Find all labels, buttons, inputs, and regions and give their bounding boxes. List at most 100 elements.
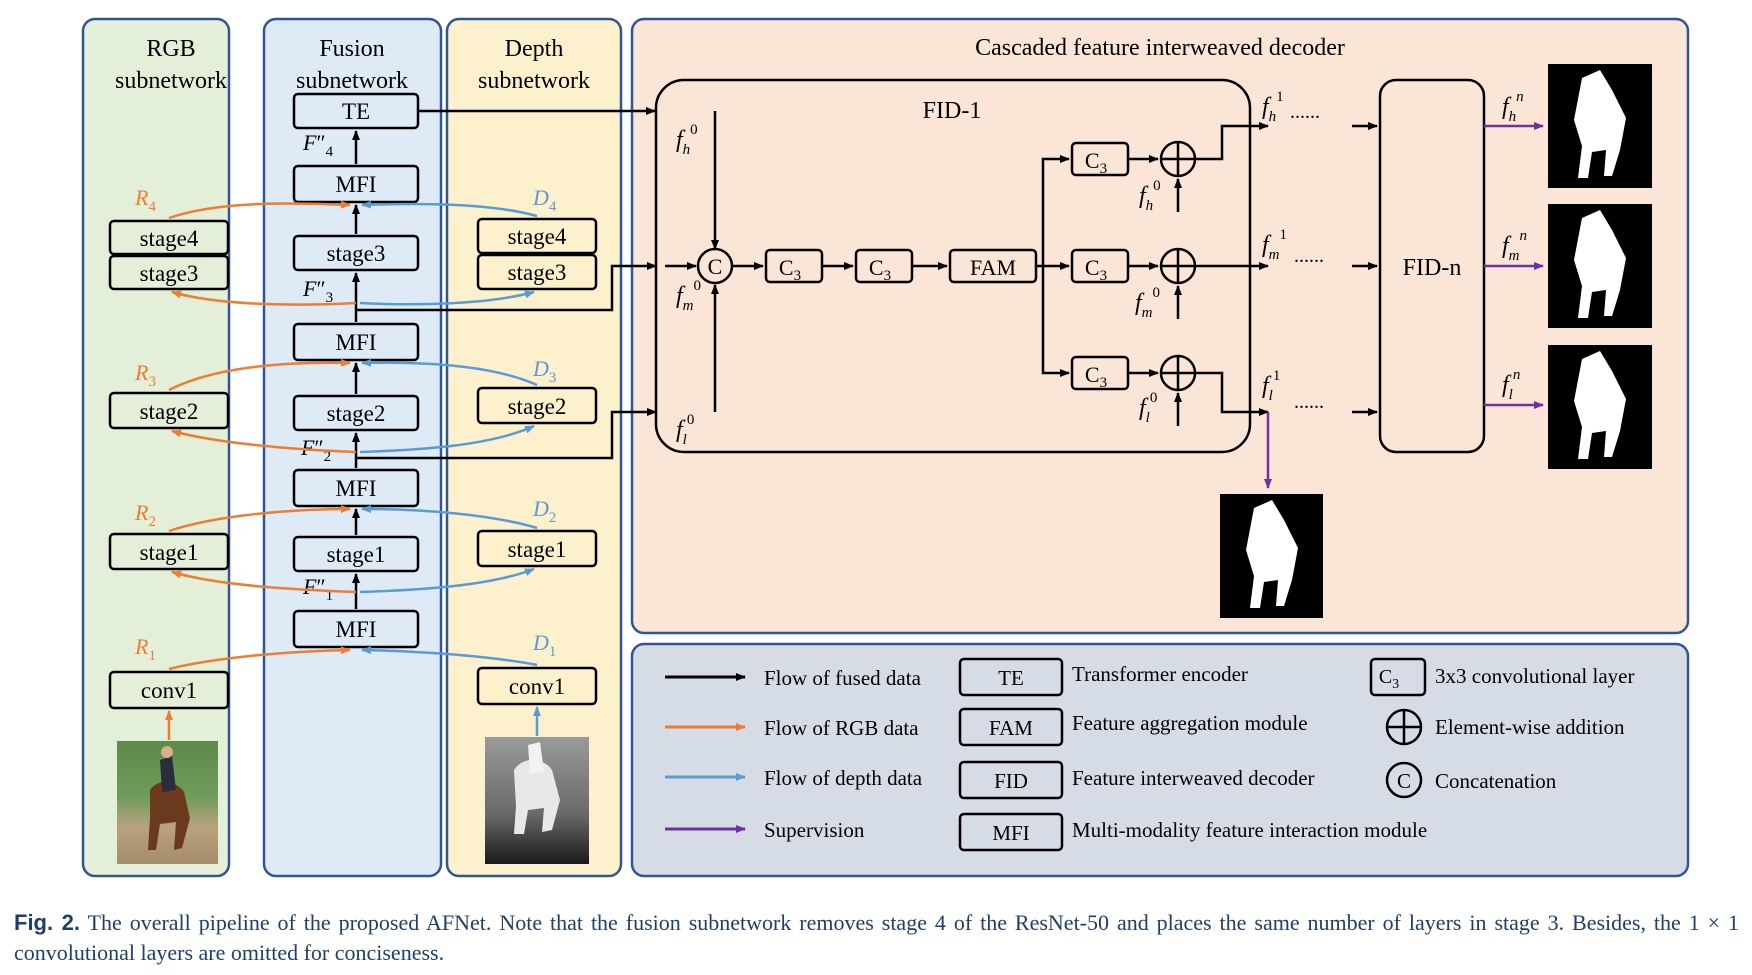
saliency-map-l	[1548, 345, 1652, 469]
legend-c3-box-label: C3	[1379, 666, 1399, 692]
f0-l-label: fl0	[676, 412, 694, 448]
fidn-label: FID-n	[1403, 255, 1462, 281]
f2-label: F″2	[300, 435, 331, 465]
supervision-arrows	[1264, 122, 1544, 489]
rgb-stage1-box	[108, 532, 230, 571]
rgb-stage4-box	[108, 219, 230, 256]
fn-h-label: fhn	[1502, 89, 1524, 125]
legend-te-box-label: TE	[998, 666, 1024, 690]
depth-title-line2: subnetwork	[478, 68, 590, 94]
rgb-panel	[81, 17, 231, 878]
decoder-chain-arrows	[732, 155, 1070, 377]
f0-m-label: fm0	[676, 278, 701, 314]
decoder-title: Cascaded feature interweaved decoder	[975, 35, 1345, 61]
legend-fused-label: Flow of fused data	[764, 666, 922, 690]
depth-stage4-box	[476, 217, 598, 255]
dots-m: ......	[1294, 245, 1324, 267]
depth-stage1-label: stage1	[508, 537, 567, 562]
figure-caption: Fig. 2. The overall pipeline of the prop…	[14, 908, 1739, 968]
legend-panel	[630, 642, 1690, 878]
legend-fam-desc: Feature aggregation module	[1072, 711, 1308, 735]
rgb-stage2-label: stage2	[140, 399, 199, 424]
legend-te-box	[958, 657, 1064, 697]
legend-add-desc: Element-wise addition	[1435, 715, 1625, 739]
f1-label: F″1	[302, 574, 333, 604]
depth-conv1-box	[476, 666, 598, 706]
rgb-stage1-label: stage1	[140, 540, 199, 565]
f3-label: F″3	[302, 276, 333, 306]
add-l-f0-label: fl0	[1139, 390, 1157, 426]
fusion-mfi2-label: MFI	[336, 476, 377, 501]
to-fidn-arrows	[1352, 122, 1378, 416]
legend-fid-box	[958, 760, 1064, 800]
legend-rgb-label: Flow of RGB data	[764, 716, 919, 740]
fusion-mfi1-label: MFI	[336, 617, 377, 642]
dots-h: ......	[1290, 101, 1320, 123]
fusion-stage3-label: stage3	[327, 241, 386, 266]
rgb-flow-arrows	[168, 200, 357, 671]
legend-mfi-box-label: MFI	[992, 821, 1029, 845]
c3-l-label: C3	[1085, 362, 1107, 391]
c3-a-label: C3	[779, 255, 801, 284]
f1-m-label: fm1	[1262, 227, 1287, 263]
d2-label: D2	[532, 496, 556, 526]
legend-mfi-box	[958, 812, 1064, 852]
saliency-map-h	[1548, 64, 1652, 188]
rgb-stage2-box	[108, 391, 230, 430]
rgb-conv1-label: conv1	[141, 678, 197, 703]
dots-l: ......	[1294, 391, 1324, 413]
fusion-te-label: TE	[342, 99, 370, 124]
fusion-stage1-box	[292, 535, 420, 573]
add-h-f0-label: fh0	[1139, 178, 1161, 214]
legend-supervision-label: Supervision	[764, 818, 865, 842]
saliency-map-intermediate	[1220, 494, 1323, 618]
legend-fam-box-label: FAM	[989, 716, 1033, 740]
f0-h-label: fh0	[676, 122, 698, 158]
legend-c3-box	[1369, 657, 1427, 697]
fid1-title: FID-1	[923, 98, 982, 124]
c3-h-label: C3	[1085, 148, 1107, 177]
concat-node-label: C	[708, 254, 723, 279]
caption-text: The overall pipeline of the proposed AFN…	[14, 910, 1740, 965]
r1-label: R1	[134, 634, 156, 664]
legend-te-desc: Transformer encoder	[1072, 662, 1248, 686]
fusion-mfi2-box	[292, 468, 420, 508]
legend-depth-label: Flow of depth data	[764, 766, 923, 790]
fusion-mfi4-label: MFI	[336, 172, 377, 197]
fusion-mfi3-box	[292, 322, 420, 362]
rgb-stage3-label: stage3	[140, 261, 199, 286]
legend-add-symbol	[1385, 708, 1423, 746]
legend-concat-desc: Concatenation	[1435, 769, 1557, 793]
rgb-stage3-box	[108, 254, 230, 291]
c3-b-label: C3	[869, 255, 891, 284]
fusion-mfi3-label: MFI	[336, 330, 377, 355]
depth-stage2-box	[476, 386, 598, 425]
c3-m-label: C3	[1085, 255, 1107, 284]
depth-stage4-label: stage4	[508, 224, 567, 249]
depth-flow-arrows	[359, 200, 538, 667]
rgb-stage4-label: stage4	[140, 226, 199, 251]
caption-label: Fig. 2.	[14, 910, 81, 935]
depth-stage3-label: stage3	[508, 260, 567, 285]
fusion-mfi4-box	[292, 164, 420, 204]
depth-conv1-label: conv1	[509, 674, 565, 699]
fam-label: FAM	[970, 255, 1016, 280]
fusion-stage2-label: stage2	[327, 401, 386, 426]
decoder-panel	[630, 17, 1690, 635]
depth-stage2-label: stage2	[508, 394, 567, 419]
add-m-f0-label: fm0	[1135, 285, 1160, 321]
legend-arrows	[665, 673, 746, 833]
rgb-title-line2: subnetwork	[115, 68, 227, 94]
r3-label: R3	[134, 360, 156, 390]
legend-mfi-desc: Multi-modality feature interaction modul…	[1072, 818, 1427, 842]
legend-fid-box-label: FID	[994, 769, 1028, 793]
f4-label: F″4	[302, 130, 334, 160]
d1-label: D1	[532, 630, 556, 660]
legend-c3-desc: 3x3 convolutional layer	[1435, 664, 1634, 688]
r2-label: R2	[134, 500, 156, 530]
depth-stage3-box	[476, 253, 598, 291]
legend-fam-box	[958, 707, 1064, 747]
fusion-stage3-box	[292, 234, 420, 272]
pipeline-figure: RGB subnetwork Fusion subnetwork Depth s…	[81, 17, 1690, 878]
saliency-map-m	[1548, 204, 1652, 328]
